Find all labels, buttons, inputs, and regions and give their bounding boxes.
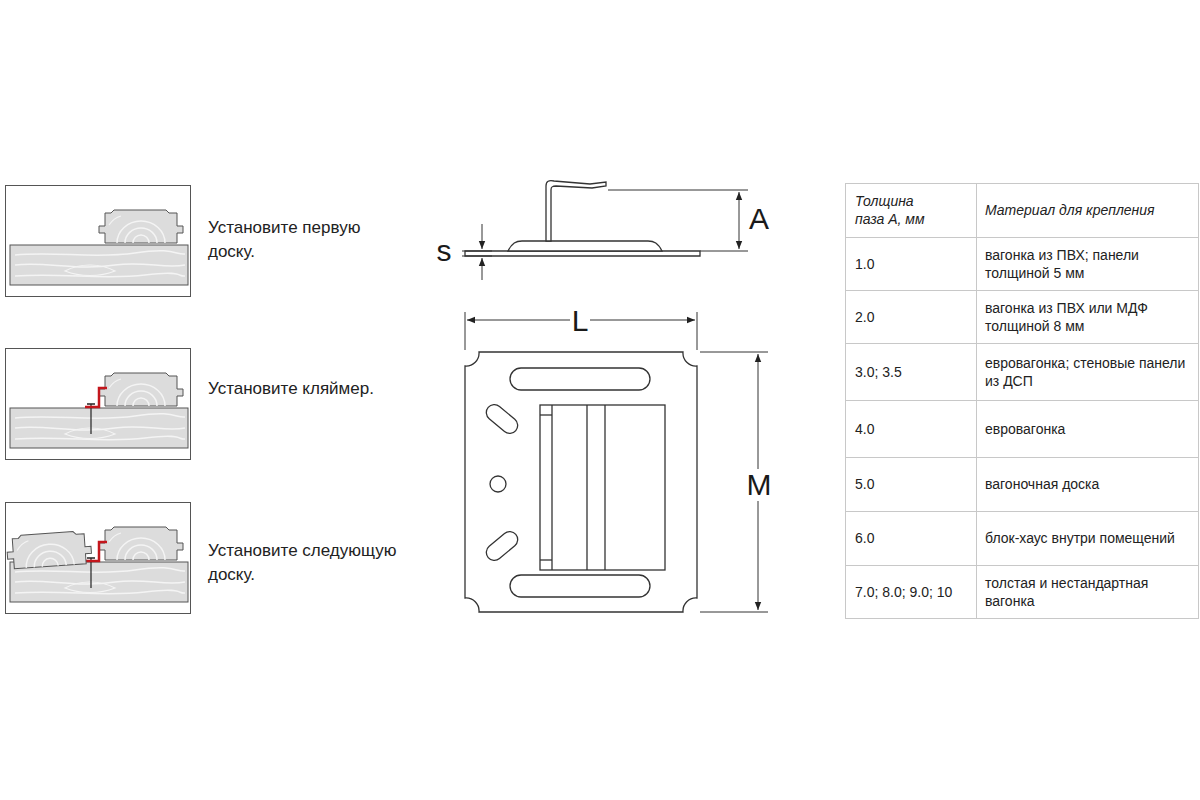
table-cell: 2.0 <box>855 291 973 342</box>
table-cell: 5.0 <box>855 475 874 493</box>
dimension-letter: M <box>744 468 774 502</box>
step-instruction: Установите первую доску. <box>208 216 398 264</box>
table-header: Толщина паза A, мм <box>855 184 945 236</box>
table-cell: 4.0 <box>855 401 973 456</box>
dimension-letter: s <box>435 235 454 267</box>
table-cell: 7.0; 8.0; 9.0; 10 <box>855 583 952 601</box>
table-cell: евровагонка; стеновые панели из ДСП <box>985 344 1193 399</box>
table-cell: блок-хаус внутри помещений <box>985 529 1175 547</box>
table-cell: 1.0 <box>855 255 874 273</box>
table-cell: вагонка из ПВХ; панели толщиной 5 мм <box>985 246 1193 282</box>
table-cell: 1.0 <box>855 238 973 289</box>
table-cell: 5.0 <box>855 458 973 510</box>
table-cell: 6.0 <box>855 512 973 564</box>
table-header: Материал для крепления <box>985 184 1193 236</box>
dimension-letter: A <box>747 203 771 235</box>
step-instruction: Установите следующую доску. <box>208 539 398 587</box>
step-panel: Установите кляймер. <box>5 348 191 460</box>
table-cell: вагонка из ПВХ; панели толщиной 5 мм <box>985 238 1193 289</box>
table-header: Материал для крепления <box>985 201 1155 219</box>
table-cell: вагонка из ПВХ или МДФ толщиной 8 мм <box>985 291 1193 342</box>
table-cell: 3.0; 3.5 <box>855 344 973 399</box>
table-cell: 6.0 <box>855 529 874 547</box>
table-cell: вагонка из ПВХ или МДФ толщиной 8 мм <box>985 299 1193 335</box>
table-cell: блок-хаус внутри помещений <box>985 512 1193 564</box>
step-panel: Установите следующую доску. <box>5 502 191 614</box>
dimension-letter: L <box>565 304 595 338</box>
table-cell: толстая и нестандартная вагонка <box>985 574 1193 610</box>
table-cell: вагоночная доска <box>985 458 1193 510</box>
table-cell: 2.0 <box>855 308 874 326</box>
table-cell: 3.0; 3.5 <box>855 363 902 381</box>
table-header: Толщина паза A, мм <box>855 192 945 228</box>
table-cell: 7.0; 8.0; 9.0; 10 <box>855 566 973 617</box>
table-cell: евровагонка <box>985 401 1193 456</box>
dimension-letter: L <box>570 305 591 337</box>
step-instruction: Установите кляймер. <box>208 377 398 401</box>
dimension-letter: A <box>744 202 774 236</box>
table-cell: толстая и нестандартная вагонка <box>985 566 1193 617</box>
table-cell: вагоночная доска <box>985 475 1099 493</box>
step-panel: Установите первую доску. <box>5 185 191 297</box>
table-cell: евровагонка <box>985 420 1065 438</box>
table-cell: евровагонка; стеновые панели из ДСП <box>985 354 1193 390</box>
dimension-letter: s <box>430 234 458 268</box>
dimension-letter: M <box>745 469 774 501</box>
table-cell: 4.0 <box>855 420 874 438</box>
